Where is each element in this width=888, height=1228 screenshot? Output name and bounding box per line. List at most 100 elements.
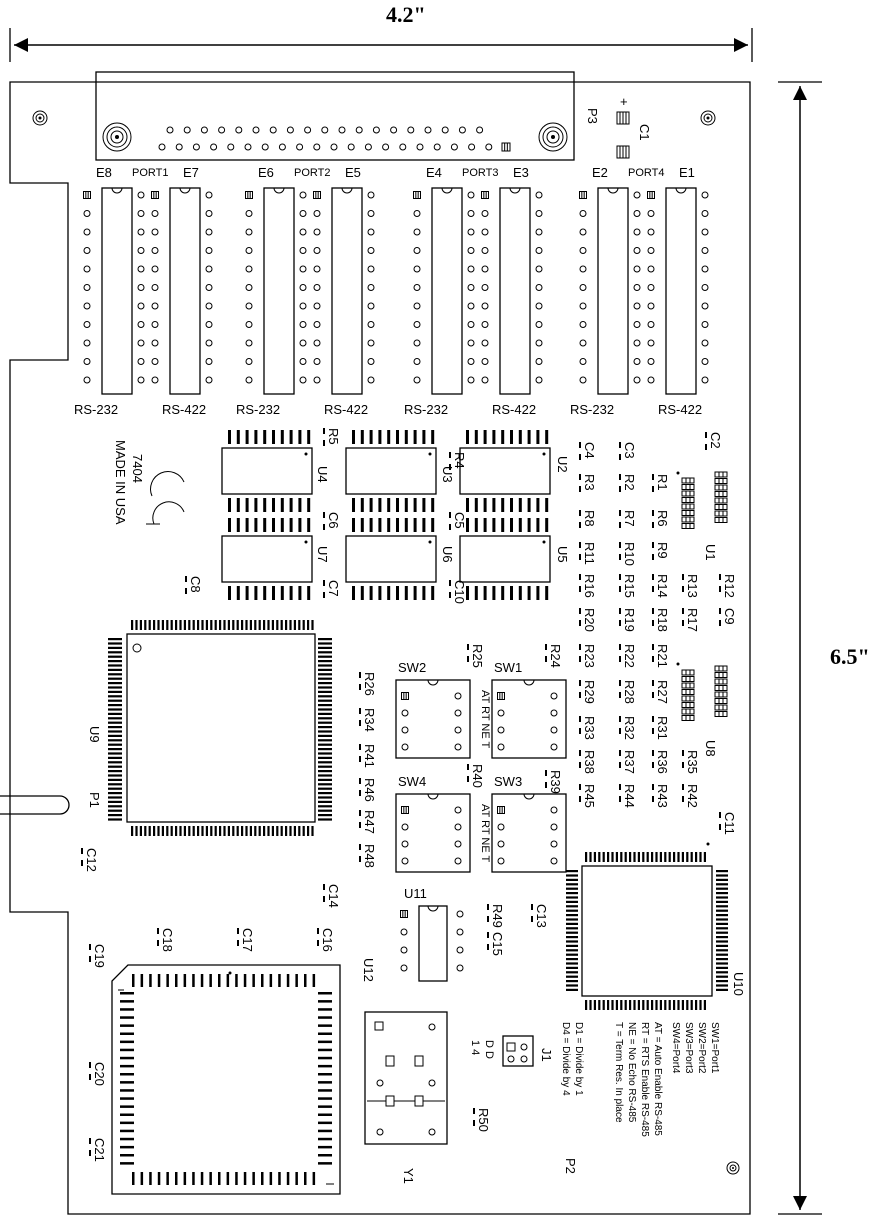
legend-d1: D1 = Divide by 1 [573,1022,584,1096]
part-c3: C3 [619,442,637,460]
part-r50: R50 [473,1108,491,1132]
part-label: R11 [582,542,597,565]
legend-sw3: SW3=Port3 [683,1022,694,1074]
part-label: R10 [622,542,637,566]
part-label: R36 [655,750,670,774]
part-c2: C2 [705,432,723,450]
part-c6: C6 [323,512,341,530]
part-r28: R28 [619,680,637,704]
sw3-switch: SW3 [491,774,567,873]
part-label: R35 [685,750,700,774]
jumper-label-right: E3 [513,165,529,180]
driver-chip [221,430,313,512]
part-label: R21 [655,644,670,668]
part-label: R45 [582,784,597,808]
part-label: C2 [708,432,723,449]
part-label: R15 [622,574,637,598]
part-label: R33 [582,716,597,740]
u2-label: U2 [555,456,570,473]
socket-rs422 [665,187,697,395]
part-r36: R36 [652,750,670,774]
c1-capacitor: + C1 [616,94,652,159]
part-label: R25 [470,644,485,668]
width-label: 4.2" [386,2,426,27]
part-c10: C10 [449,580,467,604]
part-label: C10 [452,580,467,604]
part-r13: R13 [682,574,700,598]
j1-label: J1 [539,1048,554,1062]
part-label: R32 [622,716,637,740]
part-r26: R26 [359,672,377,696]
switch-options: AT RT NE T [479,804,491,863]
part-r47: R47 [359,810,377,834]
part-r8: R8 [579,510,597,528]
part-r29: R29 [579,680,597,704]
p3-screw-right-icon [538,122,568,152]
socket-rs422 [169,187,201,395]
part-r39: R39 [545,770,563,794]
part-label: R27 [655,680,670,704]
part-r16: R16 [579,574,597,598]
j1-d-label: D D [483,1040,495,1059]
part-r5: R5 [323,428,341,446]
part-c17: C17 [237,928,255,952]
y1-crystal: Y1 [364,1011,448,1184]
legend-sw4: SW4=Port4 [670,1022,681,1074]
jumper-label-left: E2 [592,165,608,180]
part-label: R29 [582,680,597,704]
part-label: R44 [622,784,637,808]
board-outline [9,81,751,1215]
part-r4: R4 [449,452,467,470]
jumper-label-right: E7 [183,165,199,180]
part-label: C14 [326,884,341,908]
port-label: PORT3 [462,167,498,179]
socket-rs232 [101,187,133,395]
legend-divide: D1 = Divide by 1 D4 = Divide by 4 [560,1022,584,1096]
jumper-label-left: E4 [426,165,442,180]
driver-chips [221,430,551,600]
part-c16: C16 [317,928,335,952]
mount-hole-br-icon [726,1161,740,1175]
legend-sw1: SW1=Port1 [709,1022,720,1074]
part-label: C18 [160,928,175,952]
part-r38: R38 [579,750,597,774]
part-r3: R3 [579,474,597,492]
port-label: PORT1 [132,167,168,179]
part-label: R5 [326,428,341,445]
part-label: R20 [582,608,597,632]
u8-label: U8 [703,740,718,757]
rs422-label: RS-422 [324,402,368,417]
part-label: R16 [582,574,597,598]
socket-rs422 [331,187,363,395]
part-r21: R21 [652,644,670,668]
jumper-label-left: E6 [258,165,274,180]
rs232-label: RS-232 [74,402,118,417]
jumper-label-right: E5 [345,165,361,180]
part-r25: R25 [467,644,485,668]
part-r18: R18 [652,608,670,632]
driver-chip [345,430,437,512]
part-label: C12 [84,848,99,872]
maker-model: 7404 [130,454,145,483]
part-r31: R31 [652,716,670,740]
part-label: R4 [452,452,467,469]
part-label: R50 [476,1108,491,1132]
part-c12: C12 [81,848,99,872]
u6-label: U6 [440,546,455,563]
part-label: R34 [362,708,377,732]
driver-chip [459,430,551,512]
part-r45: R45 [579,784,597,808]
part-c14: C14 [323,884,341,908]
part-label: R19 [622,608,637,632]
part-label: C21 [92,1138,107,1162]
part-c21: C21 [89,1138,107,1162]
legend-switches: SW1=Port1 SW2=Port2 SW3=Port3 SW4=Port4 [670,1022,720,1074]
part-label: C11 [722,812,737,835]
part-label: R42 [685,784,700,808]
part-c19: C19 [89,944,107,968]
sw1-label: SW1 [494,660,522,675]
u1-label: U1 [703,544,718,561]
